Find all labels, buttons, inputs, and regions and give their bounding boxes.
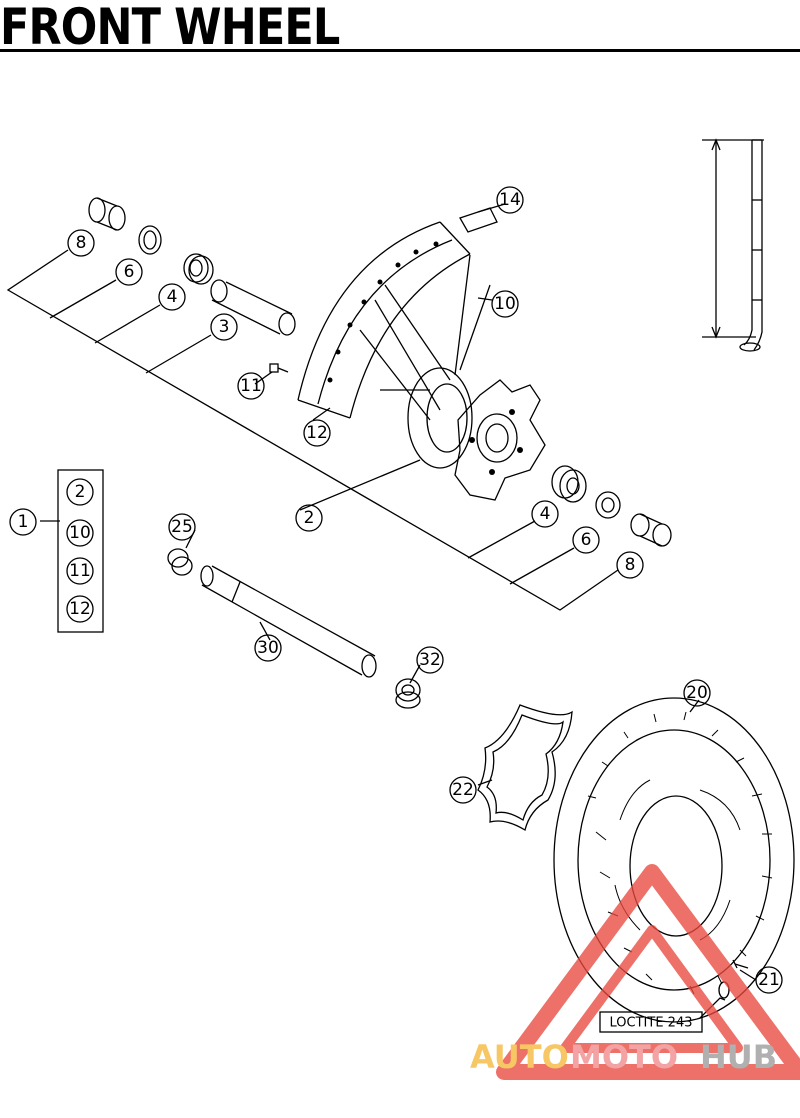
watermark-logo: AUTO MOTO HUB [470, 864, 800, 1080]
callout-6-left: 6 [124, 262, 135, 282]
distance-tube-3 [210, 279, 296, 336]
callout-circles [9, 186, 783, 994]
leader-lines [6, 203, 757, 981]
callout-12: 12 [306, 423, 328, 443]
loctite-note-box [599, 1011, 703, 1033]
seal-6-left [138, 225, 162, 255]
page-title: FRONT WHEEL [0, 0, 340, 56]
callout-3: 3 [219, 317, 230, 337]
spacer-8-right [630, 513, 672, 547]
callout-4-left: 4 [167, 287, 178, 307]
screw-11 [269, 363, 289, 373]
bearing-4-right [551, 465, 587, 503]
wheel-spokes [359, 254, 491, 421]
group-item-10: 10 [69, 523, 91, 543]
callout-20: 20 [686, 683, 708, 703]
group-item-12: 12 [69, 599, 91, 619]
callout-21: 21 [758, 970, 780, 990]
axle-nut-32 [395, 678, 421, 709]
callout-30: 30 [257, 638, 279, 658]
callout-22: 22 [452, 780, 474, 800]
callout-14: 14 [499, 190, 521, 210]
group-item-11: 11 [69, 561, 91, 581]
title-underline [0, 49, 800, 52]
callout-6-right: 6 [581, 530, 592, 550]
brake-disc-20 [553, 697, 795, 1023]
seal-6-right [595, 491, 621, 519]
callout-32: 32 [419, 650, 441, 670]
group-item-2: 2 [75, 482, 86, 502]
spoke-length-drawing [702, 138, 764, 352]
callout-4-right: 4 [540, 504, 551, 524]
watermark-hub: HUB [700, 1038, 777, 1076]
watermark-moto: MOTO [570, 1038, 678, 1076]
callout-2: 2 [304, 508, 315, 528]
disc-spacer-22 [477, 704, 573, 832]
bushing-25 [167, 548, 193, 576]
callout-1: 1 [18, 512, 29, 532]
wheel-rim [297, 221, 471, 419]
callout-10: 10 [494, 294, 516, 314]
callout-11: 11 [240, 376, 262, 396]
callout-25: 25 [171, 517, 193, 537]
callout-8-left: 8 [76, 233, 87, 253]
callout-8-right: 8 [625, 555, 636, 575]
wheel-hub [407, 367, 546, 501]
axle-30 [200, 565, 377, 678]
watermark-auto: AUTO [470, 1038, 569, 1076]
rim-tape-14 [459, 207, 498, 233]
spacer-8-left [88, 197, 126, 231]
loctite-note: LOCTITE 243 [610, 1016, 693, 1031]
bearing-4-left [183, 253, 214, 285]
